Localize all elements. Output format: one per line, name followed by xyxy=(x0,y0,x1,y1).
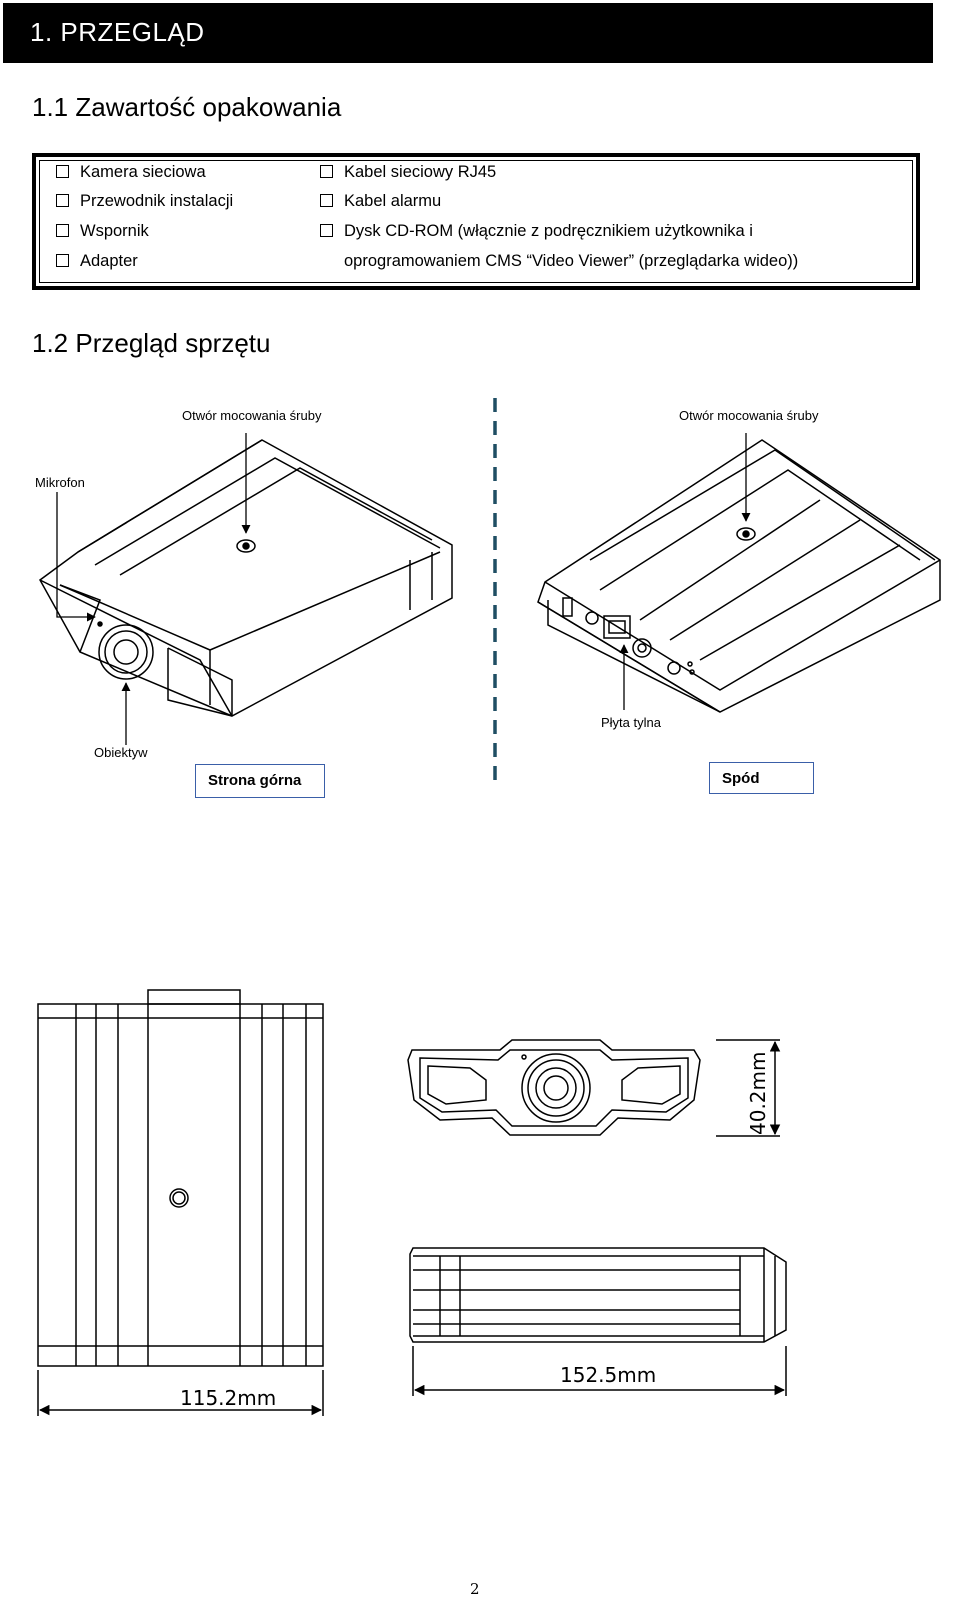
checkbox-icon xyxy=(320,224,333,237)
package-contents-box xyxy=(32,153,920,290)
list-item: Kabel sieciowy RJ45 xyxy=(320,163,496,182)
section-header-bar: 1. PRZEGLĄD xyxy=(3,3,933,63)
dimension-length: 152.5mm xyxy=(560,1363,656,1387)
subsection-heading-contents: 1.1 Zawartość opakowania xyxy=(32,92,342,122)
camera-bottom-view-drawing xyxy=(537,439,941,713)
label-lens: Obiektyw xyxy=(94,745,148,760)
dimension-height: 40.2mm xyxy=(746,1052,770,1136)
arrow-microphone xyxy=(56,492,96,622)
list-item: Dysk CD-ROM (włącznie z podręcznikiem uż… xyxy=(320,222,753,241)
checkbox-icon xyxy=(320,165,333,178)
camera-side-drawing xyxy=(409,1247,787,1396)
subsection-heading-hardware: 1.2 Przegląd sprzętu xyxy=(32,328,271,358)
label-screw-hole-left: Otwór mocowania śruby xyxy=(182,408,322,423)
label-microphone: Mikrofon xyxy=(35,475,85,490)
checkbox-icon xyxy=(56,224,69,237)
list-item: Wspornik xyxy=(56,222,149,241)
list-item: Kamera sieciowa xyxy=(56,163,206,182)
dimension-width: 115.2mm xyxy=(180,1386,276,1410)
label-top-view: Strona górna xyxy=(195,764,325,798)
list-item: Przewodnik instalacji xyxy=(56,192,233,211)
list-item: Kabel alarmu xyxy=(320,192,441,211)
page-number: 2 xyxy=(470,1580,480,1598)
section-title: 1. PRZEGLĄD xyxy=(30,17,205,47)
checkbox-icon xyxy=(56,254,69,267)
checkbox-icon xyxy=(320,194,333,207)
camera-front-drawing xyxy=(407,1039,781,1137)
checkbox-icon xyxy=(56,165,69,178)
label-bottom-view: Spód xyxy=(709,762,814,794)
camera-plan-top-drawing xyxy=(37,989,324,1416)
camera-top-view-drawing xyxy=(39,439,453,717)
checkbox-icon xyxy=(56,194,69,207)
label-screw-hole-right: Otwór mocowania śruby xyxy=(679,408,819,423)
label-back-panel: Płyta tylna xyxy=(601,715,661,730)
list-item: Adapter xyxy=(56,252,138,271)
list-item-continuation: oprogramowaniem CMS “Video Viewer” (prze… xyxy=(344,252,799,270)
